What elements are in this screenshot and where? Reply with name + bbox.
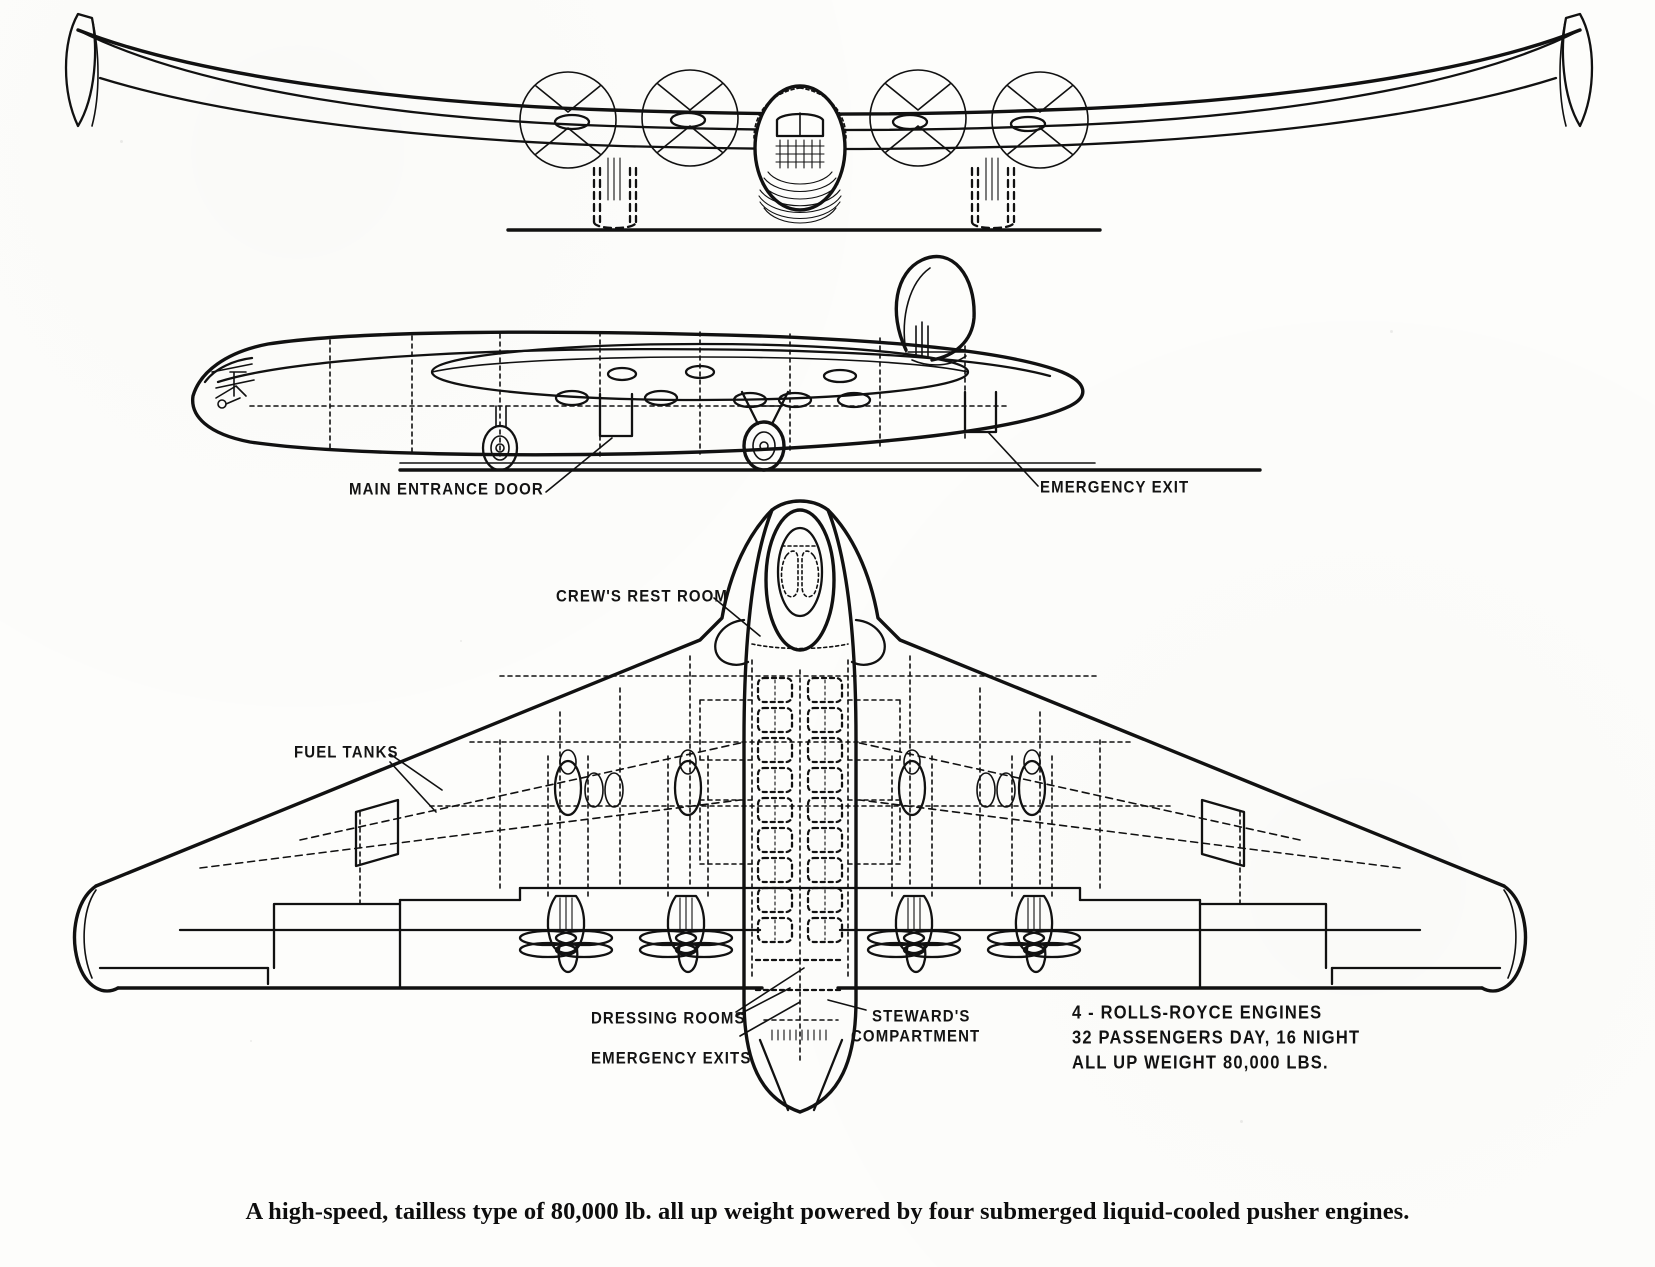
label-fuel-tanks: FUEL TANKS	[294, 742, 399, 763]
label-emergency-exit: EMERGENCY EXIT	[1040, 477, 1190, 498]
side-elevation-group	[191, 254, 1262, 493]
engine-nacelles	[518, 894, 1082, 974]
seat-row	[756, 676, 844, 944]
specifications-block: 4 - ROLLS-ROYCE ENGINES 32 PASSENGERS DA…	[1072, 1000, 1360, 1075]
spec-passengers: 32 PASSENGERS DAY, 16 NIGHT	[1072, 1028, 1361, 1049]
paper-speckle	[460, 640, 462, 642]
label-stewards-compartment-line2: COMPARTMENT	[851, 1026, 981, 1047]
label-emergency-exits: EMERGENCY EXITS	[591, 1048, 752, 1069]
label-main-entrance-door: MAIN ENTRANCE DOOR	[349, 479, 544, 500]
figure-caption: A high-speed, tailless type of 80,000 lb…	[245, 1198, 1410, 1225]
paper-speckle	[120, 140, 123, 143]
propeller-discs	[519, 69, 1089, 169]
paper-speckle	[1240, 1120, 1243, 1123]
paper-speckle	[250, 1040, 252, 1042]
label-dressing-rooms: DRESSING ROOMS	[591, 1008, 746, 1029]
plan-view-group	[72, 499, 1528, 1114]
spec-engines: 4 - ROLLS-ROYCE ENGINES	[1072, 1003, 1323, 1024]
spec-weight: ALL UP WEIGHT 80,000 LBS.	[1072, 1053, 1329, 1074]
front-elevation-group	[64, 12, 1594, 232]
paper-speckle	[1390, 330, 1393, 333]
label-crews-rest-room: CREW'S REST ROOM	[556, 586, 729, 607]
label-stewards-compartment-line1: STEWARD'S	[872, 1006, 971, 1027]
